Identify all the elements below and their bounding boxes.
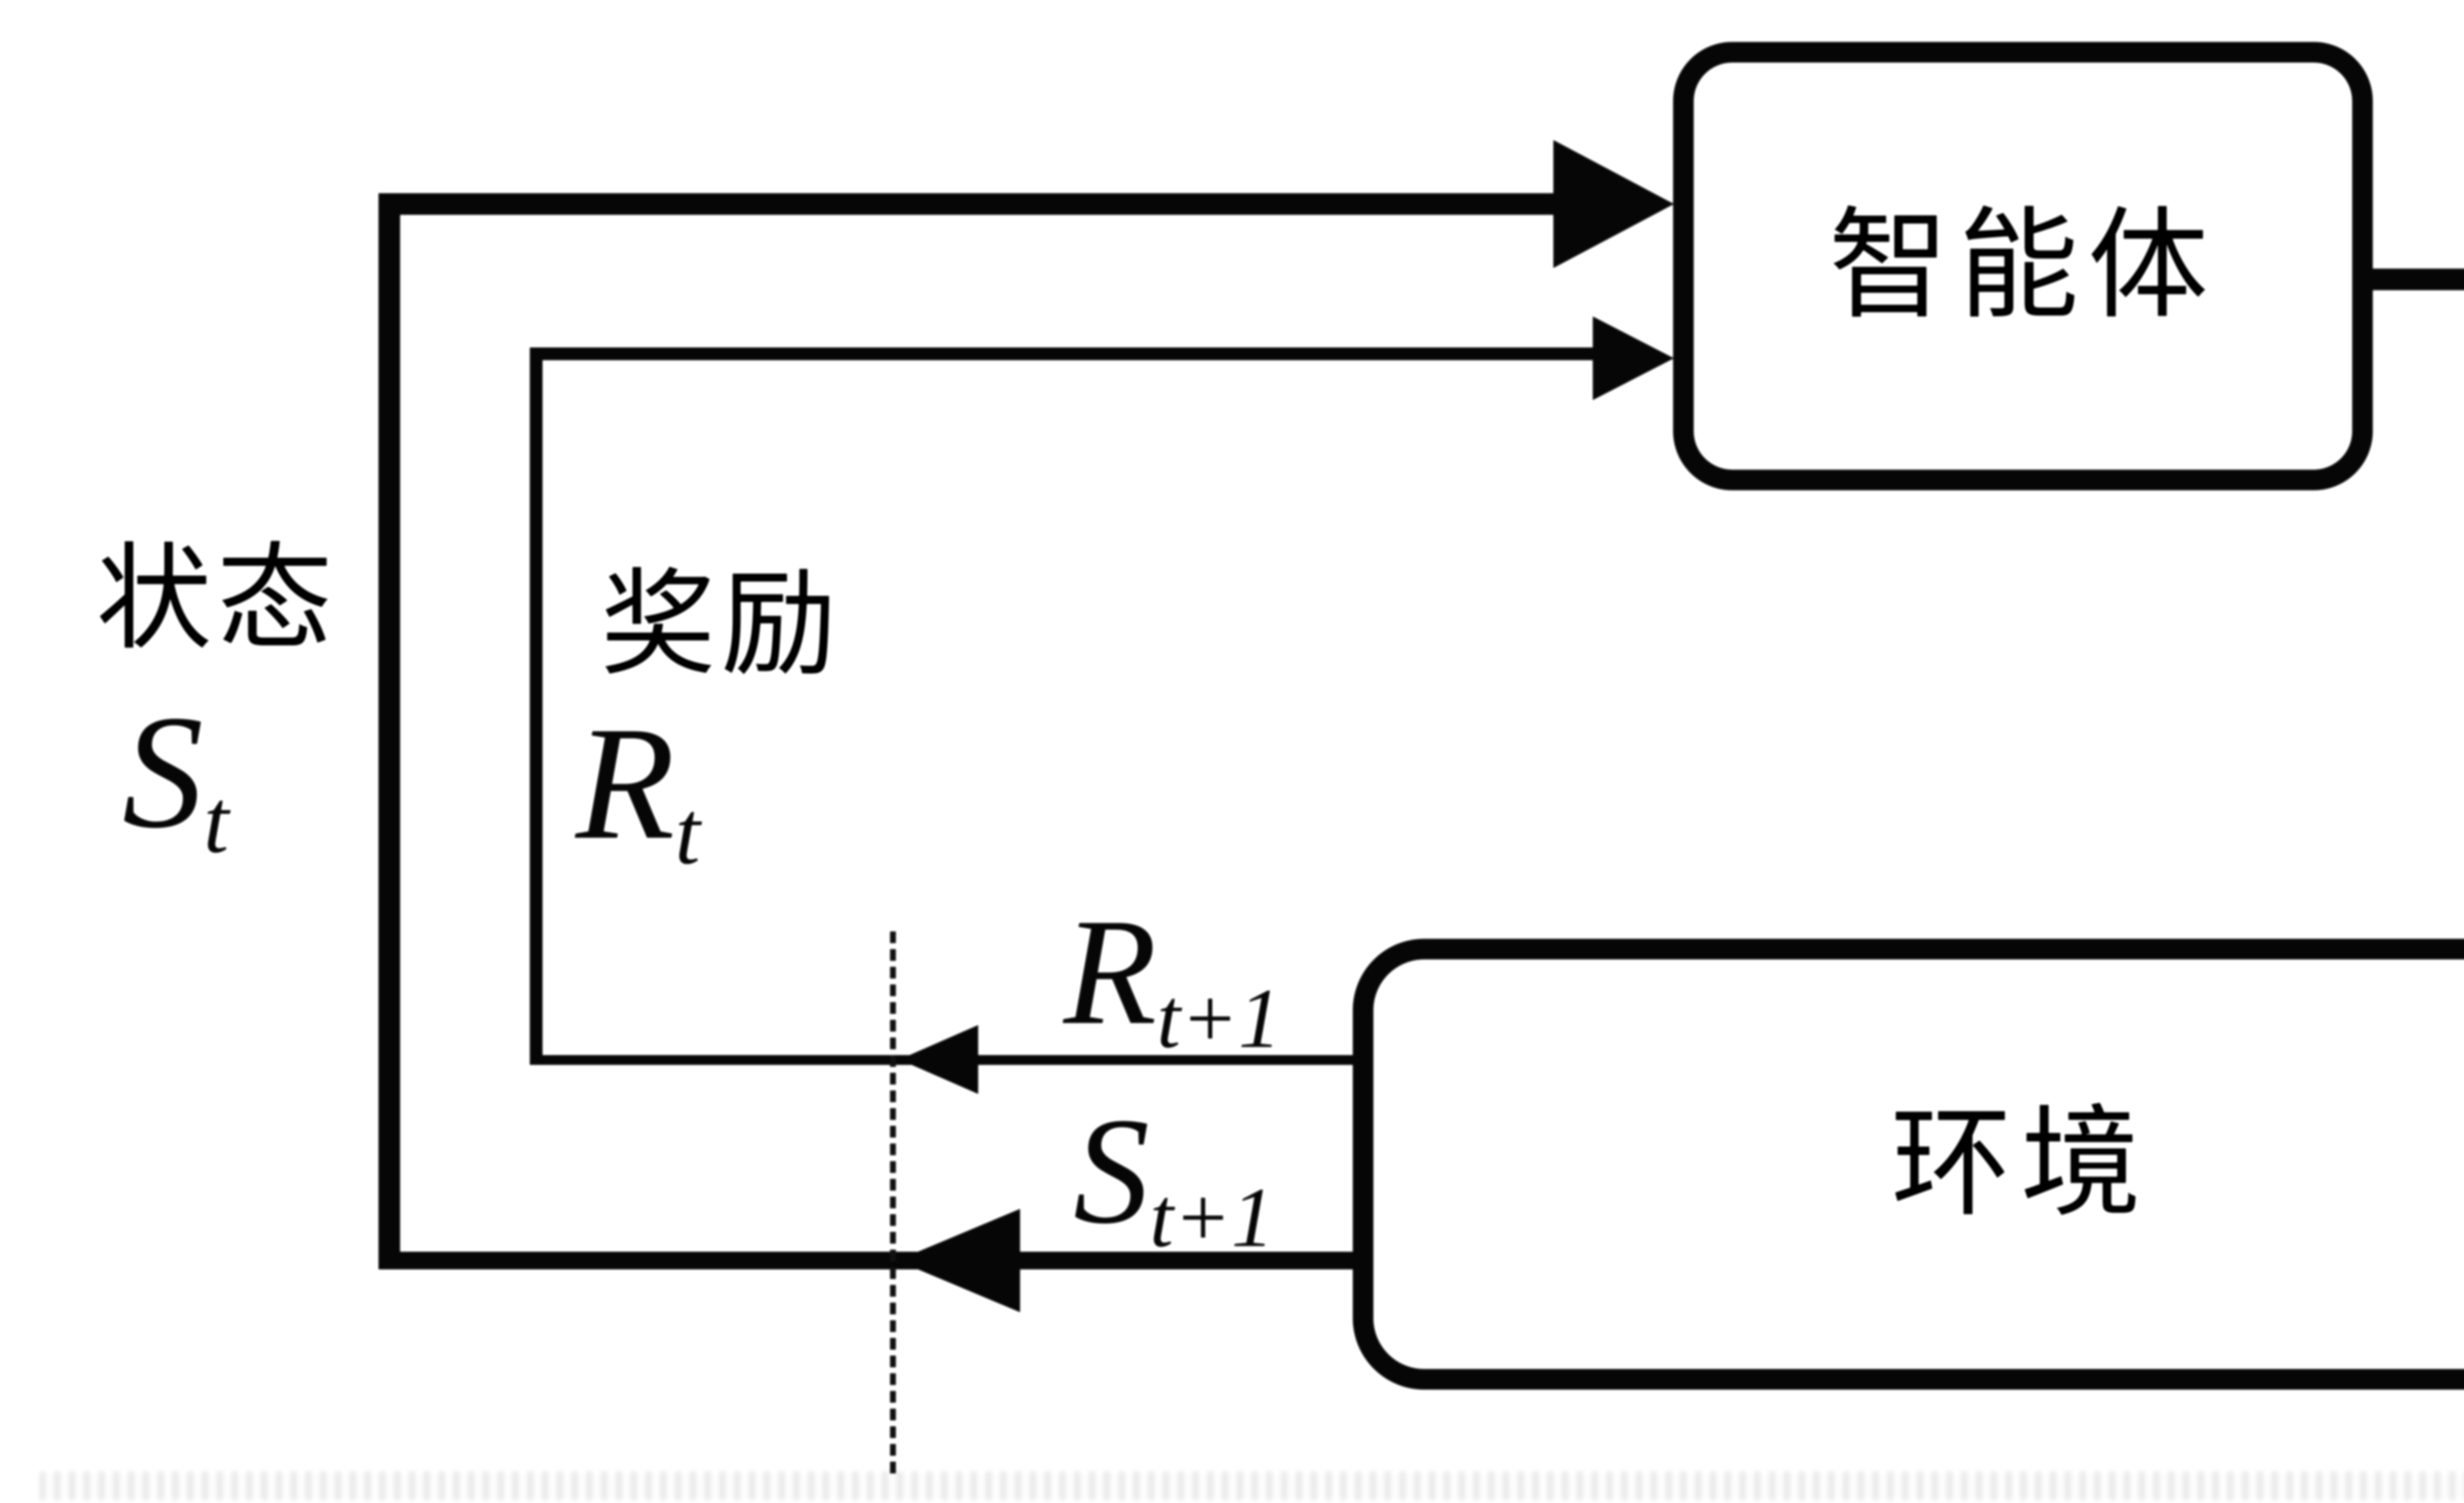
state-symbol-main: S [122, 682, 204, 862]
agent-label: 智能体 [1828, 199, 2218, 333]
agent-box: 智能体 [1673, 42, 2373, 490]
next-state-symbol-subscript: t+1 [1150, 1169, 1274, 1265]
action-line-top [2373, 269, 2464, 290]
next-reward-symbol-subscript: t+1 [1157, 970, 1281, 1066]
reward-into-agent-arrowhead [1593, 316, 1674, 400]
next-reward-arrowhead [899, 1025, 978, 1094]
next-reward-symbol: Rt+1 [1063, 896, 1281, 1061]
state-into-agent-arrowhead [1553, 140, 1674, 268]
state-line-left [378, 193, 400, 1269]
reward-line-top [530, 347, 1597, 360]
reward-line-left [530, 347, 543, 1064]
next-reward-symbol-main: R [1063, 888, 1157, 1057]
next-state-arrowhead [897, 1209, 1020, 1312]
reward-symbol-main: R [576, 693, 675, 873]
bottom-cutoff-text-artifact [39, 1470, 2464, 1501]
reward-label: 奖励 [600, 561, 842, 689]
next-state-symbol: St+1 [1073, 1095, 1274, 1260]
environment-label: 环境 [1891, 1097, 2150, 1231]
state-line-top [378, 193, 1561, 215]
timestep-dashed-line [890, 931, 896, 1473]
next-state-symbol-main: S [1073, 1087, 1150, 1256]
reward-symbol: Rt [576, 702, 700, 879]
state-label: 状态 [96, 536, 338, 664]
next-state-line [378, 1252, 1357, 1269]
state-symbol-subscript: t [204, 770, 229, 872]
reward-symbol-subscript: t [675, 782, 700, 883]
state-symbol: St [122, 691, 229, 867]
environment-box: 环境 [1353, 939, 2464, 1390]
